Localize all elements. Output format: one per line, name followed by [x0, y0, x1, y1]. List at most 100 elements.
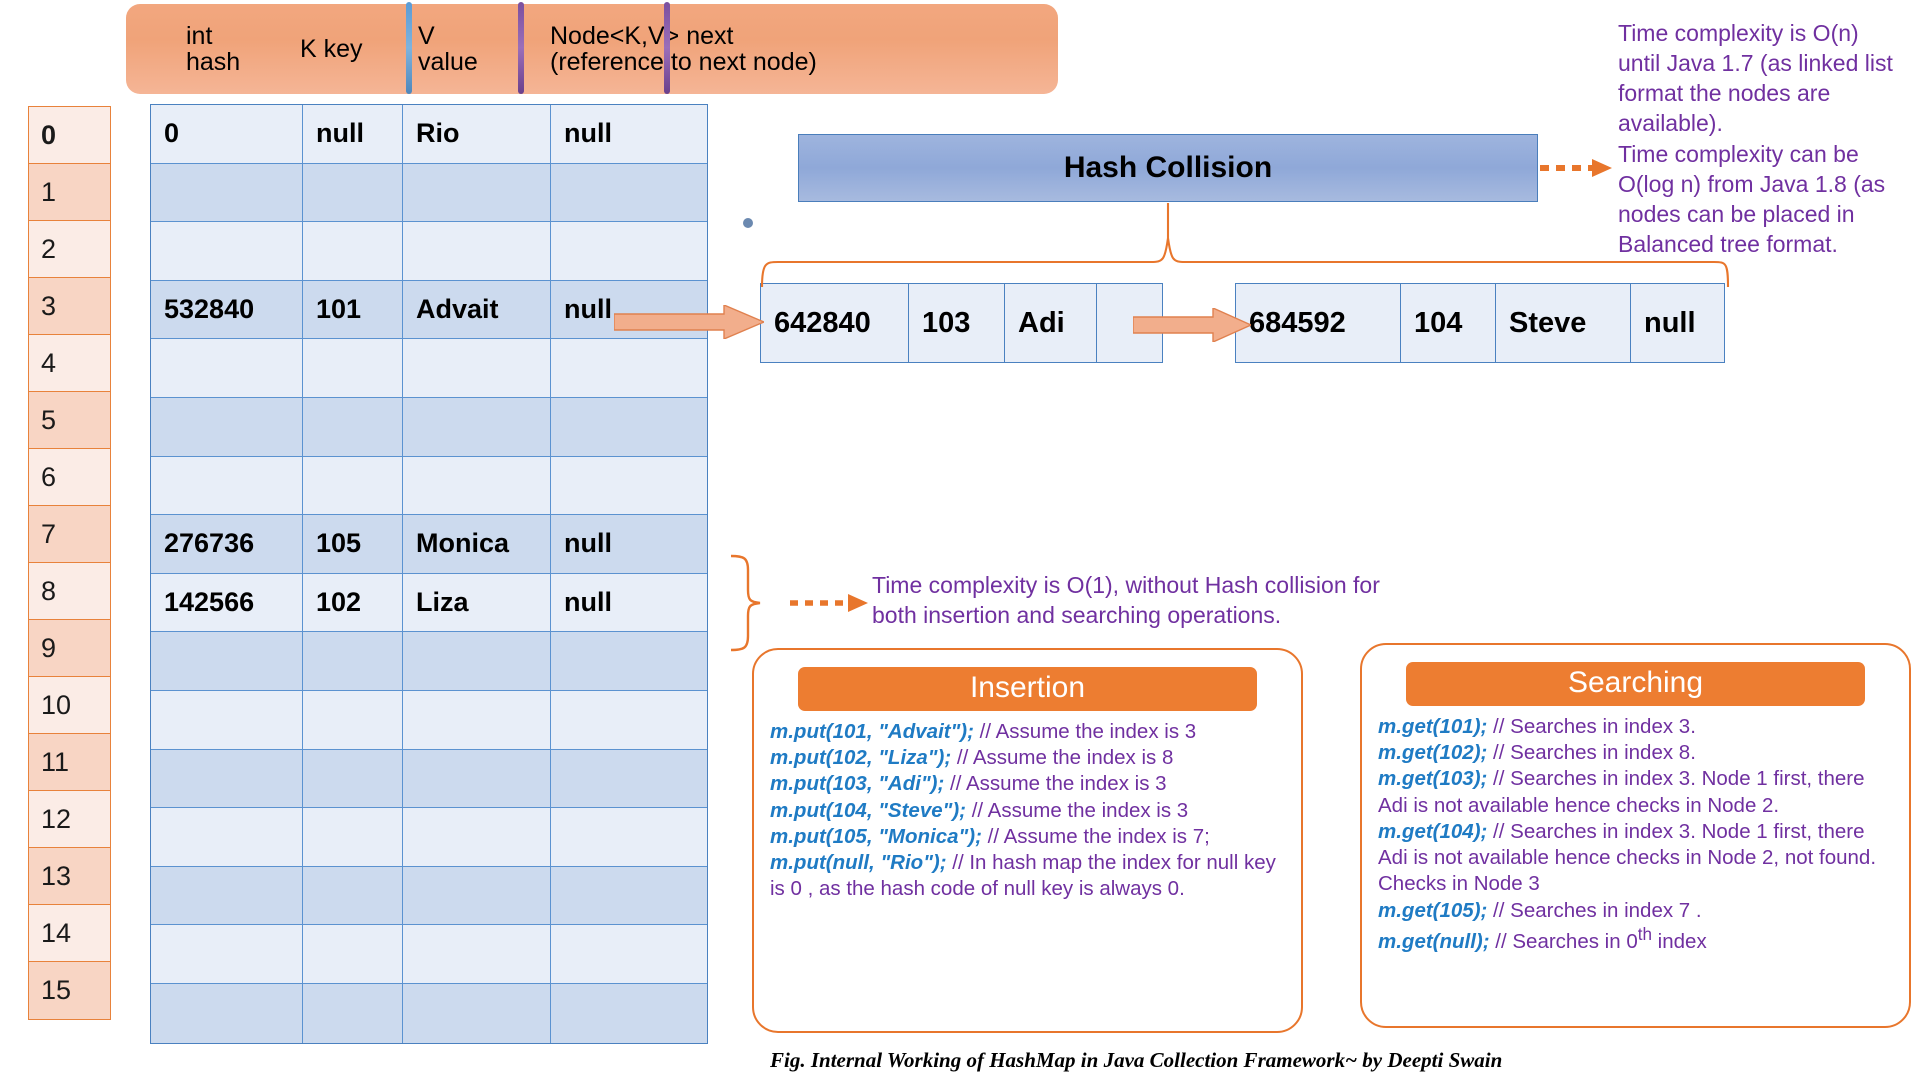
bucket-12-hash	[151, 808, 303, 867]
searching-code-2: m.get(102);	[1378, 741, 1488, 765]
table-row	[151, 983, 707, 1043]
insertion-panel: Insertion m.put(101, "Advait"); // Assum…	[752, 648, 1303, 1033]
bucket-index-9: 9	[28, 619, 111, 678]
bucket-14-next	[551, 925, 707, 984]
insertion-panel-title: Insertion	[798, 667, 1257, 711]
bucket-2-hash	[151, 222, 303, 281]
legend-value-line1: V	[418, 21, 435, 50]
insertion-code-1: m.put(101, "Advait");	[770, 720, 974, 743]
note-complexity: Time complexity is O(n) until Java 1.7 (…	[1618, 18, 1906, 259]
bucket-6-hash	[151, 456, 303, 516]
insertion-line-4: m.put(104, "Steve"); // Assume the index…	[770, 798, 1287, 824]
bucket-5-key	[303, 397, 403, 457]
bucket-10-value	[403, 690, 551, 750]
bucket-index-3: 3	[28, 277, 111, 336]
bucket-15-value	[403, 983, 551, 1043]
bucket-index-1: 1	[28, 163, 111, 222]
bucket-4-value	[403, 339, 551, 398]
insertion-code-3: m.put(103, "Adi");	[770, 772, 945, 796]
bucket-11-value	[403, 749, 551, 809]
hash-collision-brace-icon	[760, 237, 1730, 288]
bucket-14-hash	[151, 925, 303, 984]
insertion-code-6: m.put(null, "Rio");	[770, 851, 947, 875]
searching-comment-4: // Searches in index 3. Node 1 first, th…	[1378, 819, 1877, 896]
note-complexity-p1: Time complexity is O(n) until Java 1.7 (…	[1618, 20, 1893, 137]
bucket-13-key	[303, 866, 403, 926]
node-2-value: Steve	[1496, 284, 1631, 362]
arrow-node1-to-node2-icon	[1133, 308, 1251, 342]
bucket-0-key: null	[303, 105, 403, 164]
searching-code-4: m.get(104);	[1378, 819, 1488, 843]
bucket-10-next	[551, 690, 707, 750]
insertion-comment-1: // Assume the index is 3	[973, 720, 1197, 743]
bucket-11-key	[303, 749, 403, 809]
table-row	[151, 632, 707, 691]
bucket-index-10: 10	[28, 676, 111, 735]
bucket-6-value	[403, 456, 551, 516]
node-1-hash: 642840	[761, 284, 909, 362]
legend-divider-next-icon	[664, 2, 670, 94]
bucket-0-next: null	[551, 105, 707, 164]
searching-line-2: m.get(102); // Searches in index 8.	[1378, 740, 1895, 766]
bucket-13-value	[403, 866, 551, 926]
searching-line-6: m.get(null); // Searches in 0th index	[1378, 924, 1895, 955]
searching-line-5: m.get(105); // Searches in index 7 .	[1378, 898, 1895, 924]
node-2-key: 104	[1401, 284, 1496, 362]
dotted-arrow-complexity-icon	[1540, 159, 1612, 177]
searching-panel-title: Searching	[1406, 662, 1865, 706]
searching-line-3: m.get(103); // Searches in index 3. Node…	[1378, 766, 1895, 818]
bucket-15-key	[303, 983, 403, 1043]
node-1-key: 103	[909, 284, 1005, 362]
bucket-14-value	[403, 925, 551, 984]
legend-hash-line1: int	[186, 21, 213, 50]
insertion-code-list: m.put(101, "Advait"); // Assume the inde…	[754, 719, 1301, 903]
node-2-next: null	[1644, 306, 1696, 339]
rows-7-8-brace-icon	[730, 554, 761, 652]
table-row	[151, 690, 707, 750]
node-2-hash: 684592	[1236, 284, 1401, 362]
insertion-code-2: m.put(102, "Liza");	[770, 746, 952, 770]
legend-value-label: V value	[396, 4, 526, 94]
bucket-9-hash	[151, 632, 303, 691]
arrow-bucket3-to-node1-icon	[614, 305, 764, 339]
bucket-13-hash	[151, 866, 303, 926]
searching-comment-2: // Searches in index 8.	[1487, 741, 1696, 765]
bucket-4-hash	[151, 339, 303, 398]
bucket-4-key	[303, 339, 403, 398]
bullet-dot-icon	[743, 218, 753, 228]
bucket-index-4: 4	[28, 334, 111, 393]
bucket-12-value	[403, 808, 551, 867]
insertion-line-3: m.put(103, "Adi"); // Assume the index i…	[770, 771, 1287, 797]
bucket-1-value	[403, 163, 551, 223]
bucket-15-hash	[151, 983, 303, 1043]
bucket-6-next	[551, 456, 707, 516]
bucket-7-value: Monica	[403, 515, 551, 574]
bucket-index-0: 0	[28, 106, 111, 165]
bucket-10-key	[303, 690, 403, 750]
bucket-12-next	[551, 808, 707, 867]
legend-next-line1: Node<K,V> next	[550, 21, 734, 50]
insertion-comment-5: // Assume the index is 7;	[981, 824, 1210, 848]
bucket-index-2: 2	[28, 220, 111, 279]
legend-divider-key-icon	[406, 2, 412, 94]
node-structure-legend: int hash K key V value Node<K,V> next (r…	[126, 2, 1058, 94]
searching-code-5: m.get(105);	[1378, 898, 1488, 922]
bucket-2-key	[303, 222, 403, 281]
figure-caption: Fig. Internal Working of HashMap in Java…	[770, 1048, 1503, 1072]
searching-line-4: m.get(104); // Searches in index 3. Node…	[1378, 819, 1895, 898]
bucket-3-key: 101	[303, 280, 403, 340]
insertion-line-2: m.put(102, "Liza"); // Assume the index …	[770, 745, 1287, 771]
bucket-8-value: Liza	[403, 573, 551, 633]
bucket-index-11: 11	[28, 733, 111, 792]
bucket-13-next	[551, 866, 707, 926]
legend-key-label: K key	[300, 34, 363, 63]
bucket-index-6: 6	[28, 448, 111, 507]
bucket-7-hash: 276736	[151, 515, 303, 574]
table-row	[151, 456, 707, 516]
searching-line-1: m.get(101); // Searches in index 3.	[1378, 714, 1895, 740]
insertion-comment-4: // Assume the index is 3	[966, 798, 1189, 822]
table-row	[151, 925, 707, 984]
bucket-8-next: null	[551, 573, 707, 633]
